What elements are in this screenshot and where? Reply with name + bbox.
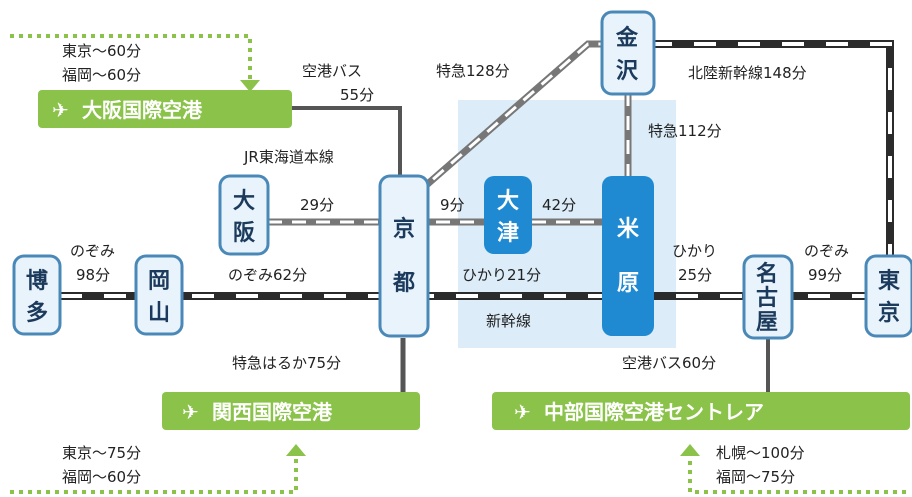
airplane-icon: ✈	[514, 400, 531, 424]
svg-text:岡: 岡	[148, 269, 170, 294]
kanazawa-maibara-time: 特急112分	[648, 122, 722, 140]
station-osaka[interactable]: 大 阪	[218, 174, 270, 256]
chubu-flight-sapporo: 札幌〜100分	[716, 444, 805, 462]
kix-arrow-icon	[286, 444, 306, 456]
svg-text:東: 東	[878, 269, 900, 294]
itami-bus-route	[290, 106, 402, 180]
maibara-nagoya-train: ひかり	[672, 242, 717, 260]
osaka-kyoto-time: 29分	[300, 196, 334, 214]
svg-text:多: 多	[26, 300, 48, 326]
svg-text:京: 京	[393, 216, 415, 242]
chubu-arrow-icon	[680, 444, 700, 456]
svg-text:金: 金	[615, 25, 639, 51]
kix-flight-guide	[10, 452, 298, 494]
chubu-flight-fukuoka: 福岡〜75分	[716, 468, 795, 486]
kyoto-otsu-time: 9分	[440, 196, 465, 214]
hakata-okayama-train: のぞみ	[70, 242, 115, 260]
shinkansen-label: 新幹線	[486, 312, 531, 330]
station-otsu[interactable]: 大 津	[484, 176, 532, 254]
svg-text:津: 津	[497, 220, 519, 246]
svg-text:中部国際空港セントレア: 中部国際空港セントレア	[544, 400, 764, 424]
station-okayama[interactable]: 岡 山	[134, 254, 184, 336]
station-kyoto[interactable]: 京 都	[378, 174, 430, 338]
svg-text:名: 名	[756, 261, 778, 287]
station-maibara[interactable]: 米 原	[602, 176, 654, 336]
svg-text:京: 京	[878, 300, 900, 326]
kyoto-maibara-time: ひかり21分	[462, 266, 541, 284]
jr-tokaido-label: JR東海道本線	[243, 148, 334, 166]
bus-itami-label: 空港バス	[302, 62, 362, 80]
itami-airport-badge[interactable]: ✈ 大阪国際空港	[38, 90, 292, 128]
svg-text:阪: 阪	[233, 221, 255, 246]
svg-text:山: 山	[148, 301, 170, 326]
station-kanazawa[interactable]: 金 沢	[600, 10, 656, 96]
svg-text:米: 米	[617, 217, 640, 242]
airplane-icon: ✈	[182, 400, 199, 424]
kansai-airport-badge[interactable]: ✈ 関西国際空港	[162, 392, 420, 430]
svg-text:都: 都	[392, 271, 415, 296]
svg-text:博: 博	[26, 268, 48, 294]
station-tokyo[interactable]: 東 京	[864, 254, 912, 338]
hokuriku-shinkansen-label: 北陸新幹線148分	[688, 64, 807, 82]
nagoya-tokyo-time: 99分	[808, 266, 842, 284]
svg-text:原: 原	[617, 271, 639, 296]
itami-arrow-icon	[240, 80, 260, 92]
svg-text:関西国際空港: 関西国際空港	[212, 400, 333, 424]
chubu-flight-guide	[688, 452, 910, 494]
svg-text:沢: 沢	[616, 59, 639, 84]
nagoya-tokyo-train: のぞみ	[804, 242, 849, 260]
svg-text:大阪国際空港: 大阪国際空港	[82, 98, 203, 122]
hakata-okayama-time: 98分	[76, 266, 110, 284]
kix-flight-fukuoka: 福岡〜60分	[62, 468, 141, 486]
haruka-label: 特急はるか75分	[232, 354, 341, 372]
svg-text:大: 大	[233, 189, 255, 214]
bus-itami-time: 55分	[340, 86, 374, 104]
airplane-icon: ✈	[52, 98, 69, 122]
bus-chubu-label: 空港バス60分	[622, 354, 716, 372]
maibara-nagoya-time: 25分	[678, 266, 712, 284]
svg-text:屋: 屋	[756, 310, 778, 335]
okayama-kyoto-time: のぞみ62分	[228, 266, 307, 284]
itami-flight-tokyo: 東京〜60分	[62, 42, 141, 60]
svg-text:古: 古	[756, 285, 778, 311]
otsu-maibara-time: 42分	[542, 196, 576, 214]
itami-flight-guide	[10, 34, 252, 84]
station-hakata[interactable]: 博 多	[12, 254, 62, 336]
kix-flight-tokyo: 東京〜75分	[62, 444, 141, 462]
chubu-airport-badge[interactable]: ✈ 中部国際空港セントレア	[492, 392, 910, 430]
kyoto-kanazawa-time: 特急128分	[436, 62, 510, 80]
station-nagoya[interactable]: 名 古 屋	[742, 254, 794, 340]
itami-flight-fukuoka: 福岡〜60分	[62, 66, 141, 84]
svg-text:大: 大	[497, 189, 519, 214]
